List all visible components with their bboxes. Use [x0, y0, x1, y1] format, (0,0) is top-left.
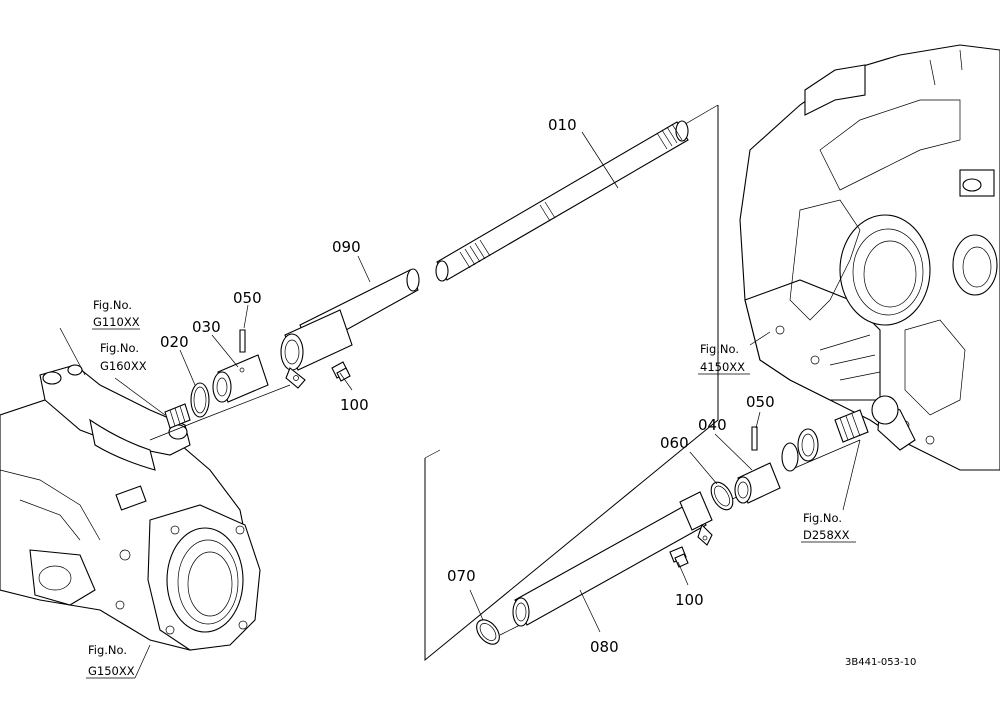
- figref-g160-ref: G160XX: [100, 359, 147, 373]
- figure-references: Fig.No. G110XX Fig.No. G160XX Fig.No. G1…: [86, 298, 856, 679]
- drawing-code: 3B441-053-10: [845, 657, 916, 668]
- part-040-collar: [734, 462, 781, 504]
- label-070: 070: [447, 567, 476, 585]
- label-100-lower: 100: [675, 591, 704, 609]
- part-100-bolt-upper: [331, 361, 351, 382]
- part-050-pin-upper: [239, 329, 246, 353]
- part-030-collar: [212, 354, 269, 403]
- part-080-tube: [512, 491, 713, 627]
- figref-4150-title: Fig.No.: [700, 342, 739, 356]
- label-030: 030: [192, 318, 221, 336]
- figref-g150-ref: G150XX: [88, 664, 135, 678]
- part-060-oring: [710, 481, 734, 511]
- label-040: 040: [698, 416, 727, 434]
- part-010-shaft: [435, 120, 689, 282]
- label-050-lower: 050: [746, 393, 775, 411]
- label-050-upper: 050: [233, 289, 262, 307]
- part-050-pin-lower: [751, 426, 758, 451]
- leader-lines: [59, 131, 861, 679]
- figref-4150-ref: 4150XX: [700, 360, 745, 374]
- snap-rings-right: [781, 409, 869, 472]
- figref-d258-ref: D258XX: [803, 528, 850, 542]
- figref-d258-title: Fig.No.: [803, 511, 842, 525]
- label-080: 080: [590, 638, 619, 656]
- label-010: 010: [548, 116, 577, 134]
- figref-g110-ref: G110XX: [93, 315, 140, 329]
- part-090-tube: [280, 268, 420, 389]
- label-060: 060: [660, 434, 689, 452]
- left-housing: [0, 364, 261, 651]
- figref-g150-title: Fig.No.: [88, 643, 127, 657]
- left-spline-stub: [164, 403, 191, 429]
- label-090: 090: [332, 238, 361, 256]
- label-100-upper: 100: [340, 396, 369, 414]
- part-020-oring: [190, 382, 210, 418]
- figref-g110-title: Fig.No.: [93, 298, 132, 312]
- part-100-bolt-lower: [669, 546, 689, 568]
- figref-g160-title: Fig.No.: [100, 341, 139, 355]
- part-labels: 010 090 050 030 020 100 050 040 060 070 …: [160, 116, 775, 656]
- part-070-oring: [476, 619, 500, 645]
- label-020: 020: [160, 333, 189, 351]
- right-housing: [739, 44, 1000, 471]
